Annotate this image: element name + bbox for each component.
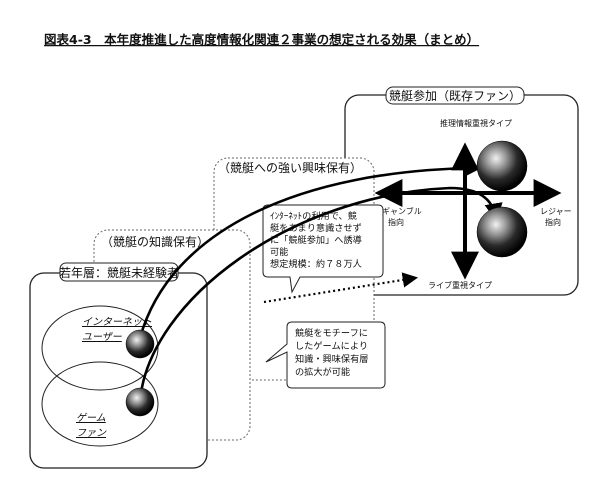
panel-knowledge-label: （競艇の知識保有） bbox=[101, 234, 209, 249]
callout-game-bubble bbox=[265, 321, 386, 389]
panel-young-box bbox=[29, 272, 208, 469]
internet-users-label-1: インターネット bbox=[82, 316, 152, 328]
callout-internet-line-5: 想定規模：約７８万人 bbox=[270, 258, 362, 270]
participation-ball-lower bbox=[476, 206, 528, 258]
internet-users-ellipse bbox=[41, 305, 159, 391]
callout-internet-line-4: 可能 bbox=[270, 246, 288, 258]
internet-users-label-2: ユーザー bbox=[82, 332, 123, 343]
callout-game: 競艇をモチーフに したゲームにより 知識・興味保有層 の拡大が可能 bbox=[265, 321, 386, 389]
game-fans-ellipse bbox=[41, 361, 159, 447]
panel-young-tab bbox=[59, 262, 179, 282]
game-fans-ball bbox=[125, 387, 155, 417]
axis-label-right-1: レジャー bbox=[540, 207, 572, 216]
axis-label-left-1: ギャンブル bbox=[382, 206, 422, 216]
knowledge-expansion-dotted-arrow bbox=[263, 272, 419, 304]
axis-label-left-2: 指向 bbox=[388, 217, 404, 227]
panel-interest-label: （競艇への強い興味保有） bbox=[218, 160, 362, 175]
internet-users-ball bbox=[125, 329, 155, 359]
panel-participation-label: 競艇参加（既存ファン） bbox=[389, 88, 521, 103]
callout-internet-line-3: に「競艇参加」へ誘導 bbox=[270, 234, 362, 246]
panel-young-label: 若年層：競艇未経験者 bbox=[59, 265, 179, 280]
internet-flow-arrow bbox=[138, 159, 482, 339]
axis-label-bottom: ライブ重視タイプ bbox=[428, 280, 492, 290]
callout-internet-line-1: ｲﾝﾀｰﾈｯﾄの利用で、競 bbox=[270, 210, 357, 222]
axis-label-top: 推理情報重視タイプ bbox=[440, 118, 512, 128]
callout-game-line-3: 知識・興味保有層 bbox=[295, 353, 369, 365]
panel-young: 若年層：競艇未経験者 bbox=[29, 262, 208, 469]
axis-label-right-2: 指向 bbox=[545, 217, 561, 227]
participation-ball-upper bbox=[476, 140, 528, 192]
callout-game-line-4: の拡大が可能 bbox=[295, 366, 350, 378]
callout-game-line-2: したゲームにより bbox=[295, 340, 368, 352]
panel-participation-tab bbox=[385, 86, 525, 105]
callout-game-line-1: 競艇をモチーフに bbox=[295, 327, 368, 339]
game-fans-label-1: ゲーム bbox=[76, 412, 106, 424]
figure-title: 図表4-3 本年度推進した高度情報化関連２事業の想定される効果（まとめ） bbox=[44, 32, 479, 47]
callout-internet-line-2: 艇をあまり意識させず bbox=[270, 222, 362, 234]
game-fans-label-2: ファン bbox=[76, 428, 107, 439]
game-flow-arrow bbox=[138, 186, 503, 401]
